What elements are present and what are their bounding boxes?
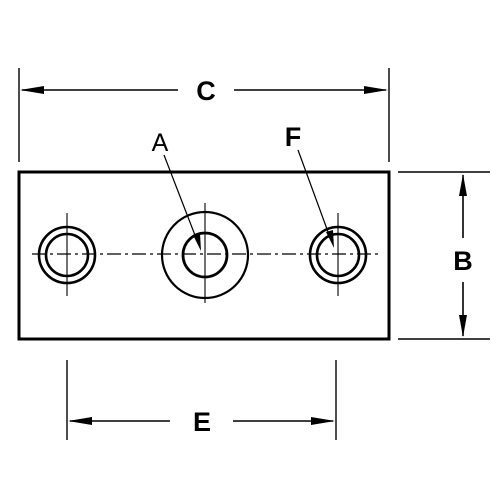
b-arrow-top xyxy=(459,174,467,196)
c-arrow-right xyxy=(364,86,388,94)
e-label: E xyxy=(193,407,211,437)
b-arrow-bottom xyxy=(459,315,467,337)
a-leader-arrow xyxy=(193,233,201,251)
f-label: F xyxy=(285,122,302,152)
b-label: B xyxy=(453,246,473,276)
c-label: C xyxy=(196,76,216,106)
e-arrow-right xyxy=(311,417,335,425)
a-label: A xyxy=(152,129,169,157)
left-counterbore-hole xyxy=(37,213,97,296)
c-arrow-left xyxy=(20,86,44,94)
a-leader-line xyxy=(163,154,199,244)
dimension-c: C xyxy=(18,68,390,162)
center-hole-a xyxy=(160,203,250,303)
f-leader-arrow xyxy=(326,230,334,248)
right-counterbore-hole-f xyxy=(308,213,368,296)
leader-a: A xyxy=(152,129,201,251)
plate-outline xyxy=(17,170,391,341)
dimension-b: B xyxy=(398,171,490,340)
f-leader-line xyxy=(297,149,332,241)
dimension-e: E xyxy=(66,360,337,440)
leader-f: F xyxy=(285,122,334,248)
e-arrow-left xyxy=(68,417,92,425)
